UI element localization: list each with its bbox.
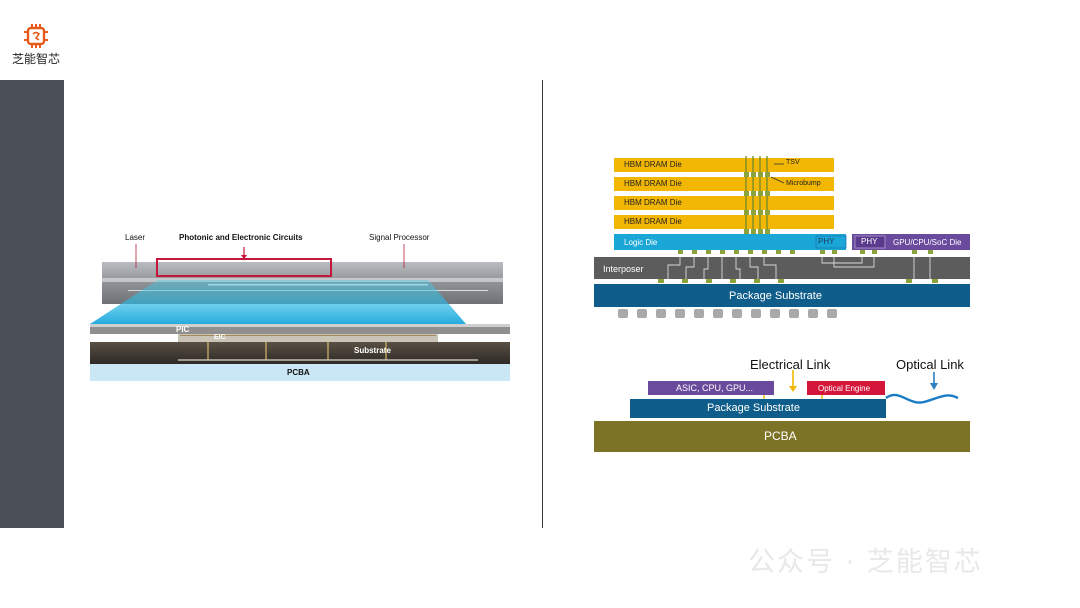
phy-left-label: PHY [818,237,835,246]
hbm-die-3-label: HBM DRAM Die [624,198,682,207]
pic-layer [90,324,510,334]
microbump-label: Microbump [786,180,821,187]
laser-label: Laser [125,233,146,242]
package-substrate-bottom-label: Package Substrate [707,402,800,414]
signal-processor-label: Signal Processor [369,233,430,242]
package-substrate-top-label: Package Substrate [729,290,822,302]
eic-layer [178,334,438,342]
watermark: 公众号 · 芝能智芯 [748,547,983,578]
optical-fiber-wave [885,393,959,404]
hbm-stack-diagram [594,156,970,318]
package-substrate-bottom [630,399,886,418]
circuits-arrow-icon [241,255,247,259]
hbm-die-4 [614,215,834,229]
pcba-bottom-label: PCBA [764,429,797,443]
electrical-link-label: Electrical Link [750,357,831,372]
soc-die-label: GPU/CPU/SoC Die [893,238,962,247]
chip-logo-icon [24,24,48,48]
tsv-label: TSV [786,159,800,166]
pcba-bottom [594,421,970,452]
logic-die [614,234,846,250]
eic-label: EIC [214,334,226,341]
logo-text: 芝能智芯 [12,52,61,66]
interposer-label: Interposer [603,264,644,274]
optical-engine-box [807,381,885,395]
asic-label: ASIC, CPU, GPU... [676,383,754,393]
pcba-layer [90,364,510,381]
pic-label: PIC [176,325,190,334]
pcba-label: PCBA [287,368,310,377]
substrate-layer [90,342,510,364]
phy-right-label: PHY [861,237,878,246]
hbm-die-1 [614,158,834,172]
optical-link-label: Optical Link [896,357,964,372]
hbm-die-1-label: HBM DRAM Die [624,160,682,169]
circuits-label: Photonic and Electronic Circuits [179,233,303,242]
hbm-die-3 [614,196,834,210]
column-divider [542,80,543,528]
photonic-package-diagram [90,244,510,381]
magnify-beam [90,280,466,324]
interposer [594,257,970,279]
optical-engine-label: Optical Engine [818,384,871,393]
side-panel [0,80,64,528]
logic-die-label: Logic Die [624,238,658,247]
package-substrate-top [594,284,970,307]
hbm-die-4-label: HBM DRAM Die [624,217,682,226]
optical-link-diagram [594,370,970,452]
asic-box [648,381,774,395]
hbm-die-2-label: HBM DRAM Die [624,179,682,188]
substrate-label: Substrate [354,346,391,355]
